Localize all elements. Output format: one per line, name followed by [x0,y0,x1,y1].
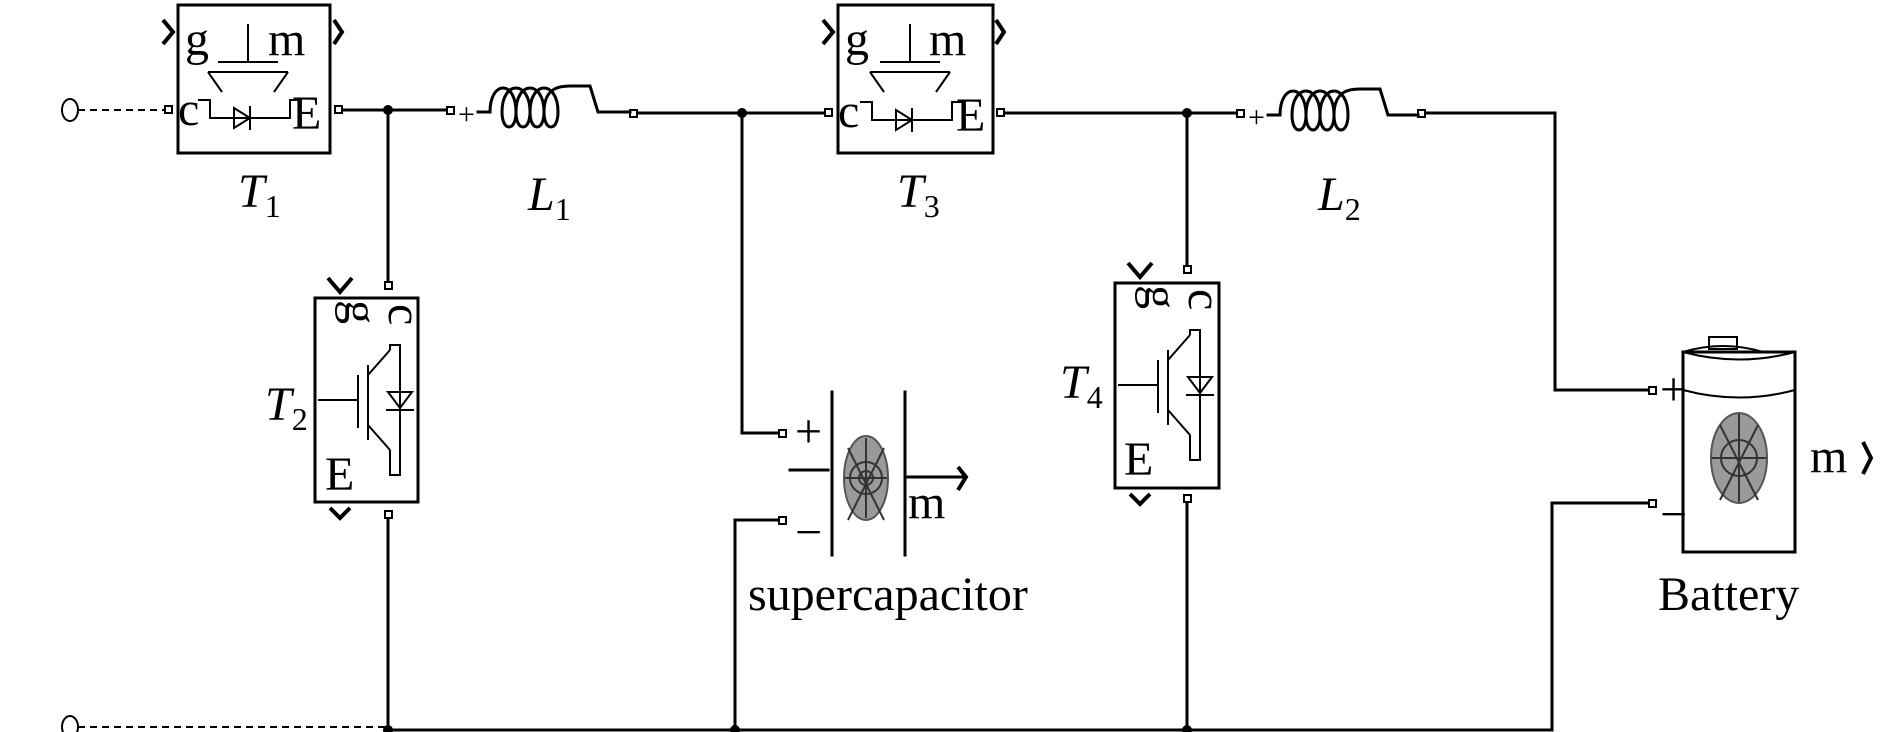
t2-c-label: c [378,304,431,325]
t3-m-chevron-icon [994,18,1007,46]
t1-gate-chevron-icon [161,18,176,46]
inductor-coil-icon [476,84,632,129]
t1-e-label: E [292,87,321,140]
igbt-symbol-icon [860,24,962,132]
l1-plus-label: + [458,98,475,131]
t2-e-label: E [325,448,354,501]
sc-plus-label: + [795,405,822,458]
l2-port-plus [1236,109,1245,118]
igbt-symbol-icon [318,344,414,476]
t3-g-label: g [845,13,869,66]
wire-sc-minus-ground [733,518,784,732]
t3-block [836,3,995,155]
sc-port-minus [778,516,787,525]
supercapacitor[interactable]: + − m supercapacitor [748,390,1028,621]
input-terminal-top [61,98,79,122]
t3-port-e [996,108,1005,117]
t4-gate-chevron-icon [1126,261,1154,281]
sc-capacitor-element-icon [843,435,889,521]
t3-e-label: E [956,89,985,142]
junction-dot [383,105,393,115]
t3-port-c [824,108,833,117]
inductor-coil-icon [1266,87,1420,132]
l2-plus-label: + [1248,101,1265,134]
t2-port-e [384,510,393,519]
t3-label: T3 [897,165,940,224]
t1-port-e [334,105,343,114]
l1-label: L1 [527,168,571,227]
inductor-l2[interactable]: + L2 [1236,87,1426,227]
igbt-symbol-icon [198,24,300,130]
t2-bottom-chevron-icon [328,506,352,521]
input-terminal-bottom [61,715,79,732]
battery[interactable]: + − m Battery [1648,336,1874,621]
t4-label: T4 [1060,356,1103,415]
igbt-t2[interactable]: g c E T2 [265,276,431,521]
battery-minus-label: − [1660,488,1687,541]
t4-port-e [1183,494,1192,503]
l2-label: L2 [1317,168,1361,227]
t1-port-c [164,105,173,114]
igbt-symbol-icon [1118,329,1214,461]
t2-g-label: g [334,300,387,324]
t2-gate-chevron-icon [326,276,354,296]
sc-label: supercapacitor [748,568,1028,621]
t3-m-label: m [929,13,966,66]
junction-dot [730,725,740,732]
battery-body-icon [1681,336,1797,554]
t4-c-label: c [1178,289,1231,310]
junction-dot [383,725,393,732]
t4-e-label: E [1124,433,1153,486]
inductor-l1[interactable]: + L1 [446,84,638,227]
wires [61,98,1654,732]
t4-g-label: g [1134,285,1187,309]
igbt-t4[interactable]: g c E T4 [1060,261,1231,507]
battery-plus-label: + [1660,363,1687,416]
battery-m-label: m [1810,430,1847,483]
t1-m-label: m [268,13,305,66]
junction-dot [737,108,747,118]
sc-m-chevron-icon [956,465,969,492]
t3-gate-chevron-icon [821,18,836,46]
battery-m-chevron-icon [1861,441,1874,475]
l1-port-plus [446,106,455,115]
battery-label: Battery [1658,568,1799,621]
battery-port-plus [1648,386,1657,395]
igbt-t1[interactable]: g m c E T1 [161,3,345,224]
wire-l2-battery-plus [1418,111,1654,392]
igbt-t3[interactable]: g m c E T3 [821,3,1007,224]
t2-label: T2 [265,378,308,437]
sc-m-label: m [908,476,945,529]
junctions [383,105,1192,732]
sc-minus-label: − [795,506,822,559]
junction-dot [1182,725,1192,732]
t1-m-chevron-icon [332,18,345,46]
t1-c-label: c [178,83,199,136]
wire-battery-minus-ground [1550,501,1654,732]
sc-port-plus [778,429,787,438]
battery-port-minus [1648,499,1657,508]
t1-g-label: g [185,13,209,66]
t1-block [176,3,332,155]
t3-c-label: c [838,85,859,138]
t2-port-c [384,281,393,290]
wire-node-sc-plus [740,111,784,435]
junction-dot [1182,108,1192,118]
t4-bottom-chevron-icon [1128,492,1152,507]
t1-label: T1 [238,165,281,224]
t4-port-c [1183,265,1192,274]
